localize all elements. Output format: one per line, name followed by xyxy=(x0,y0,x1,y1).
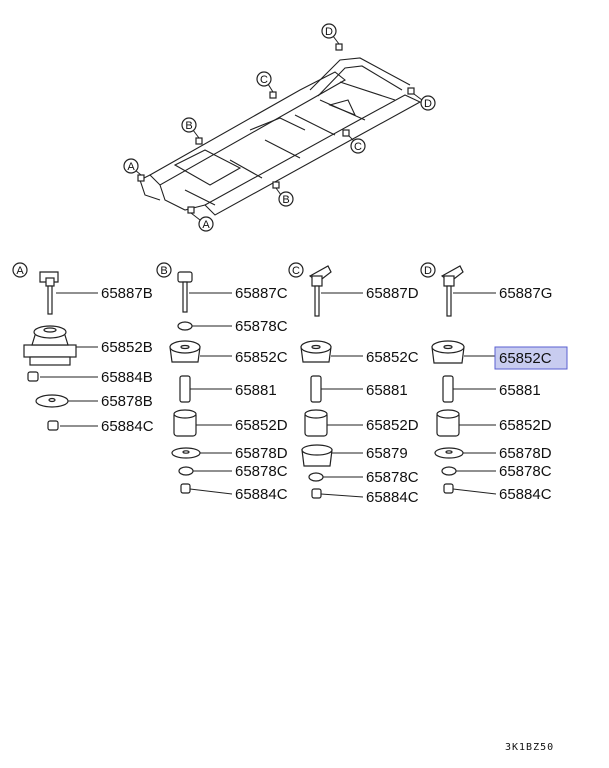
nut-65884c-b-icon xyxy=(180,483,191,494)
svg-text:A: A xyxy=(127,161,135,173)
column-a: A 65887B 65852B 65884B xyxy=(12,262,154,435)
part-label-65884c-b[interactable]: 65884C xyxy=(235,486,288,503)
frame-callout-c-top: C xyxy=(256,71,272,87)
part-label-65878b[interactable]: 65878B xyxy=(101,393,153,410)
washer-65878c-c-icon xyxy=(308,472,324,482)
part-label-65887g[interactable]: 65887G xyxy=(499,285,552,302)
part-label-65887c[interactable]: 65887C xyxy=(235,285,288,302)
frame-callout-c-right: C xyxy=(350,138,366,154)
column-b: B 65887C 65878C 65852C 65881 6585 xyxy=(156,262,288,503)
part-label-65852d-d[interactable]: 65852D xyxy=(499,417,552,434)
sleeve-65881-c-icon xyxy=(310,375,322,403)
highlighted-part-box xyxy=(494,346,568,370)
diagram-code: 3K1BZ50 xyxy=(505,742,554,753)
svg-text:D: D xyxy=(424,98,432,110)
cushion-65852d-d-icon xyxy=(436,409,460,437)
svg-text:B: B xyxy=(160,265,167,277)
bolt-65887g-icon xyxy=(440,265,464,317)
frame-callout-a-left: A xyxy=(123,158,139,174)
column-c: C 65887D 65852C 65881 65852D xyxy=(288,262,419,506)
column-c-callout: C xyxy=(288,262,304,278)
nut-65884c-d-icon xyxy=(443,483,454,494)
washer-65878c-d-icon xyxy=(441,466,457,476)
part-label-65852c-d-highlighted[interactable]: 65852C xyxy=(499,350,552,367)
bolt-65887b-icon xyxy=(39,271,59,315)
washer-65878d-d-icon xyxy=(434,447,464,459)
frame-callout-d-right: D xyxy=(420,95,436,111)
frame-callout-b-bottom: B xyxy=(278,191,294,207)
washer-65878d-b-icon xyxy=(171,447,201,459)
frame-callout-d-top: D xyxy=(321,23,337,39)
svg-text:C: C xyxy=(292,265,300,277)
part-label-65852d-b[interactable]: 65852D xyxy=(235,417,288,434)
svg-text:D: D xyxy=(325,26,333,38)
part-label-65852b[interactable]: 65852B xyxy=(101,339,153,356)
part-label-65878c-d[interactable]: 65878C xyxy=(499,463,552,480)
part-label-65878c-c[interactable]: 65878C xyxy=(366,469,419,486)
nut-65884c-c-icon xyxy=(311,488,322,499)
svg-text:C: C xyxy=(260,74,268,86)
part-label-65852c-b[interactable]: 65852C xyxy=(235,349,288,366)
part-label-65887d[interactable]: 65887D xyxy=(366,285,419,302)
cushion-65852c-b-icon xyxy=(169,340,201,363)
column-a-callout: A xyxy=(12,262,28,278)
part-label-65884c-d[interactable]: 65884C xyxy=(499,486,552,503)
part-label-65884c-c[interactable]: 65884C xyxy=(366,489,419,506)
svg-text:A: A xyxy=(16,265,24,277)
column-b-callout: B xyxy=(156,262,172,278)
bolt-65887d-icon xyxy=(308,265,332,317)
part-label-65881-c[interactable]: 65881 xyxy=(366,382,408,399)
sleeve-65881-d-icon xyxy=(442,375,454,403)
washer-65878c-b1-icon xyxy=(177,321,193,331)
part-label-65878d-d[interactable]: 65878D xyxy=(499,445,552,462)
sleeve-65881-b-icon xyxy=(179,375,191,403)
part-label-65884c-a[interactable]: 65884C xyxy=(101,418,154,435)
mount-65852b-icon xyxy=(23,325,77,366)
part-label-65887b[interactable]: 65887B xyxy=(101,285,153,302)
svg-text:D: D xyxy=(424,265,432,277)
part-label-65852c-c[interactable]: 65852C xyxy=(366,349,419,366)
svg-text:A: A xyxy=(202,219,210,231)
column-d-callout: D xyxy=(420,262,436,278)
part-label-65881-b[interactable]: 65881 xyxy=(235,382,277,399)
frame-callout-a-bottom: A xyxy=(198,216,214,232)
cushion-65852c-c-icon xyxy=(300,340,332,363)
nut-65884b-icon xyxy=(27,371,39,382)
cushion-65852d-c-icon xyxy=(304,409,328,437)
washer-65878c-b2-icon xyxy=(178,466,194,476)
chassis-frame-illustration: D C D B C A B A xyxy=(123,23,436,232)
part-label-65881-d[interactable]: 65881 xyxy=(499,382,541,399)
column-d: D 65887G 65852C 65881 65852D xyxy=(420,262,568,503)
bolt-65887c-icon xyxy=(177,271,193,313)
part-label-65878c-b1[interactable]: 65878C xyxy=(235,318,288,335)
part-label-65884b[interactable]: 65884B xyxy=(101,369,153,386)
cushion-65879-icon xyxy=(301,444,333,467)
part-label-65878d-b[interactable]: 65878D xyxy=(235,445,288,462)
part-label-65878c-b2[interactable]: 65878C xyxy=(235,463,288,480)
cushion-65852d-b-icon xyxy=(173,409,197,437)
svg-text:B: B xyxy=(282,194,289,206)
washer-65878b-icon xyxy=(35,394,69,408)
part-label-65852d-c[interactable]: 65852D xyxy=(366,417,419,434)
part-label-65879[interactable]: 65879 xyxy=(366,445,408,462)
nut-65884c-a-icon xyxy=(47,420,59,431)
svg-text:B: B xyxy=(185,120,192,132)
svg-text:C: C xyxy=(354,141,362,153)
frame-callout-b-left: B xyxy=(181,117,197,133)
cushion-65852c-d-icon xyxy=(431,340,465,364)
